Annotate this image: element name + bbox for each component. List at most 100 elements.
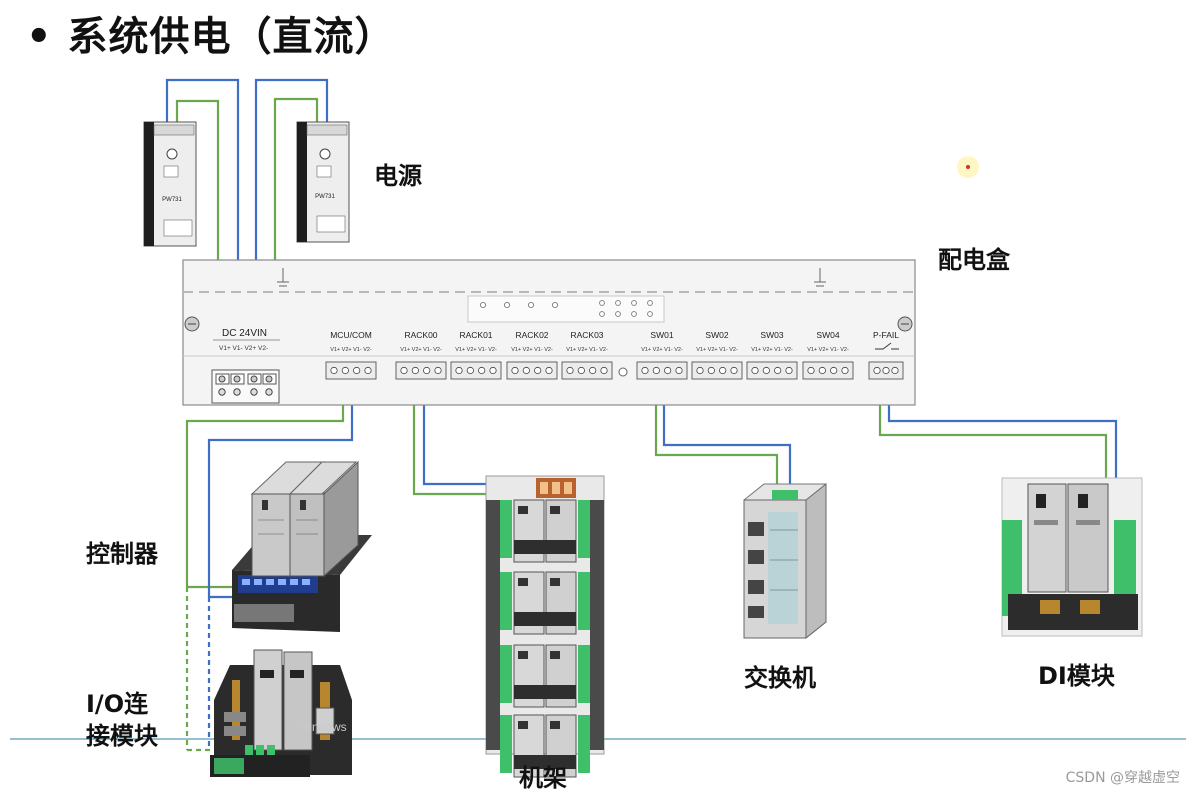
psu-2: PW731 xyxy=(296,121,350,243)
terminal-screw xyxy=(534,366,542,375)
wire-sw-green xyxy=(654,380,779,492)
terminal-screw xyxy=(891,366,899,375)
switch-device xyxy=(743,482,827,640)
wire-mcu-green xyxy=(185,380,345,589)
di-module-device xyxy=(1001,477,1143,637)
port-p-fail: P-FAIL xyxy=(868,330,904,380)
port-label: SW04 xyxy=(816,330,839,340)
terminal-screw xyxy=(466,366,474,375)
label-distribution-box: 配电盒 xyxy=(938,246,1010,274)
led-indicators xyxy=(479,300,653,317)
terminal-screw xyxy=(774,366,782,375)
terminal-screw xyxy=(411,366,419,375)
terminal-screw xyxy=(751,366,759,375)
controller-device xyxy=(232,460,372,632)
port-label: P-FAIL xyxy=(873,330,899,340)
terminal-screw xyxy=(330,366,338,375)
terminal-screw xyxy=(830,366,838,375)
port-pins: V1+ V2+ V1- V2- xyxy=(807,347,849,353)
terminal-screw xyxy=(364,366,372,375)
terminal-screw xyxy=(545,366,553,375)
terminal-screw xyxy=(353,366,361,375)
port-label: RACK01 xyxy=(459,330,492,340)
terminal-screw xyxy=(478,366,486,375)
rack-row xyxy=(500,571,590,635)
port-pins: V1+ V2+ V1- V2- xyxy=(751,347,793,353)
rack-row xyxy=(500,499,590,563)
wire-psu1-green xyxy=(175,99,220,372)
terminal-screw xyxy=(730,366,738,375)
terminal-screw xyxy=(489,366,497,375)
terminal-screw xyxy=(566,366,574,375)
port-label: RACK03 xyxy=(570,330,603,340)
port-label: SW03 xyxy=(760,330,783,340)
wire-psu2-blue xyxy=(254,78,329,372)
terminal-screw xyxy=(785,366,793,375)
label-controller: 控制器 xyxy=(86,540,158,568)
relay-switch-icon xyxy=(875,342,899,350)
terminal-screw xyxy=(696,366,704,375)
port-pins: V1+ V2+ V1- V2- xyxy=(400,347,442,353)
terminal-block xyxy=(691,361,743,380)
terminal-block xyxy=(506,361,558,380)
terminal-screw xyxy=(762,366,770,375)
terminal-screw xyxy=(423,366,431,375)
terminal-screw xyxy=(577,366,585,375)
psu-1-model: PW731 xyxy=(162,197,182,203)
rack-device xyxy=(485,475,605,778)
terminal-screw xyxy=(882,366,890,375)
terminal-block xyxy=(746,361,798,380)
io-connection-module xyxy=(210,649,352,777)
terminal-screw xyxy=(641,366,649,375)
wire-psu2-green xyxy=(273,97,319,372)
port-pins: V1+ V2+ V1- V2- xyxy=(566,347,608,353)
terminal-screw xyxy=(873,366,881,375)
terminal-screw xyxy=(511,366,519,375)
label-power-supply: 电源 xyxy=(374,162,422,190)
terminal-block xyxy=(802,361,854,380)
port-pins: V1+ V2+ V1- V2- xyxy=(455,347,497,353)
ghost-windows-text: Windows xyxy=(298,720,347,734)
rack-row xyxy=(500,714,590,778)
terminal-screw xyxy=(600,366,608,375)
label-di-module: DI模块 xyxy=(1038,662,1115,690)
terminal-screw xyxy=(652,366,660,375)
port-label: MCU/COM xyxy=(330,330,372,340)
label-io-module: I/O连 接模块 xyxy=(86,690,158,750)
terminal-screw xyxy=(719,366,727,375)
terminal-screw xyxy=(341,366,349,375)
terminal-screw xyxy=(434,366,442,375)
terminal-screw xyxy=(664,366,672,375)
terminal-block xyxy=(636,361,688,380)
dc-terminals xyxy=(215,373,277,396)
port-label: RACK00 xyxy=(404,330,437,340)
terminal-screw xyxy=(818,366,826,375)
psu-2-model: PW731 xyxy=(315,194,335,200)
terminal-block xyxy=(395,361,447,380)
label-switch: 交换机 xyxy=(744,664,816,692)
page-title: • 系统供电（直流） xyxy=(26,14,396,60)
ground-icon xyxy=(277,268,289,287)
terminal-screw xyxy=(807,366,815,375)
psu-1: PW731 xyxy=(143,121,197,247)
wire-psu1-blue xyxy=(165,78,240,372)
watermark: CSDN @穿越虚空 xyxy=(1065,770,1180,786)
port-pins: V1+ V2+ V1- V2- xyxy=(511,347,553,353)
terminal-screw xyxy=(675,366,683,375)
port-label: SW01 xyxy=(650,330,673,340)
wire-mcu-blue xyxy=(207,380,354,599)
port-pins: V1+ V2+ V1- V2- xyxy=(641,347,683,353)
port-mcu-com: MCU/COM V1+ V2+ V1- V2- xyxy=(325,330,377,380)
terminal-screw xyxy=(707,366,715,375)
port-pins: V1+ V2+ V1- V2- xyxy=(330,347,372,353)
port-pins: V1+ V2+ V1- V2- xyxy=(696,347,738,353)
